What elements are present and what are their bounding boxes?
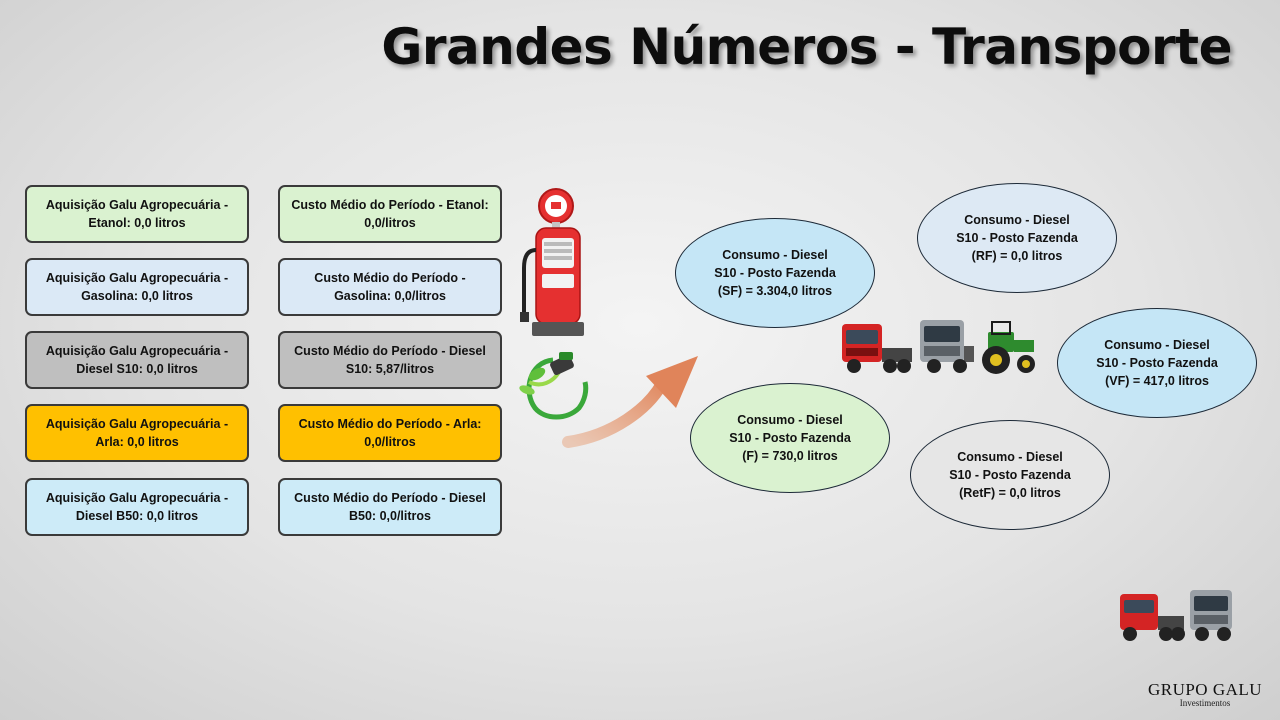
- ellipse-line: S10 - Posto Fazenda: [956, 231, 1078, 245]
- ellipse-line: (RF) = 0,0 litros: [971, 249, 1063, 263]
- ellipse-line: (VF) = 417,0 litros: [1105, 374, 1209, 388]
- consumption-rf-ellipse: Consumo - Diesel S10 - Posto Fazenda (RF…: [917, 183, 1117, 293]
- acquisition-etanol-box: Aquisição Galu Agropecuária - Etanol: 0,0…: [25, 185, 249, 243]
- ellipse-line: S10 - Posto Fazenda: [949, 468, 1071, 482]
- cost-etanol-box: Custo Médio do Período - Etanol: 0,0/litr…: [278, 185, 502, 243]
- box-line: Gasolina: 0,0/litros: [334, 289, 446, 303]
- box-line: 0,0/litros: [364, 435, 416, 449]
- box-line: 0,0/litros: [364, 216, 416, 230]
- box-line: Aquisição Galu Agropecuária -: [45, 491, 229, 505]
- acquisition-diesel-b50-box: Aquisição Galu Agropecuária - Diesel B50:…: [25, 478, 249, 536]
- ellipse-line: (RetF) = 0,0 litros: [959, 486, 1061, 500]
- consumption-sf-ellipse: Consumo - Diesel S10 - Posto Fazenda (SF…: [675, 218, 875, 328]
- ellipse-line: Consumo - Diesel: [737, 413, 843, 427]
- ellipse-line: S10 - Posto Fazenda: [729, 431, 851, 445]
- box-line: Etanol: 0,0 litros: [88, 216, 186, 230]
- acquisition-gasolina-box: Aquisição Galu Agropecuária - Gasolina: 0…: [25, 258, 249, 316]
- box-line: Custo Médio do Período - Diesel: [294, 344, 486, 358]
- ellipse-line: S10 - Posto Fazenda: [714, 266, 836, 280]
- box-line: Custo Médio do Período -: [314, 271, 466, 285]
- ellipse-line: Consumo - Diesel: [722, 248, 828, 262]
- consumption-retf-ellipse: Consumo - Diesel S10 - Posto Fazenda (Re…: [910, 420, 1110, 530]
- ellipse-line: (F) = 730,0 litros: [742, 449, 838, 463]
- box-line: Aquisição Galu Agropecuária -: [45, 198, 229, 212]
- logo-name: GRUPO GALU: [1147, 680, 1263, 699]
- cost-gasolina-box: Custo Médio do Período - Gasolina: 0,0/li…: [278, 258, 502, 316]
- box-line: Arla: 0,0 litros: [95, 435, 179, 449]
- ellipse-line: (SF) = 3.304,0 litros: [717, 284, 833, 298]
- curved-arrow-icon: [562, 356, 698, 448]
- box-line: Aquisição Galu Agropecuária -: [45, 417, 229, 431]
- ellipse-line: S10 - Posto Fazenda: [1096, 356, 1218, 370]
- box-line: Custo Médio do Período - Etanol:: [291, 198, 489, 212]
- ellipse-line: Consumo - Diesel: [964, 213, 1070, 227]
- acquisition-arla-box: Aquisição Galu Agropecuária - Arla: 0,0 l…: [25, 404, 249, 462]
- cost-arla-box: Custo Médio do Período - Arla: 0,0/litros: [278, 404, 502, 462]
- box-line: Diesel S10: 0,0 litros: [76, 362, 198, 376]
- logo-subtitle: Investimentos: [1179, 698, 1231, 708]
- box-line: Custo Médio do Período - Arla:: [298, 417, 482, 431]
- box-line: Custo Médio do Período - Diesel: [294, 491, 486, 505]
- fuel-pump-icon: [520, 188, 584, 336]
- consumption-vf-ellipse: Consumo - Diesel S10 - Posto Fazenda (VF…: [1057, 308, 1257, 418]
- ellipse-line: Consumo - Diesel: [1104, 338, 1210, 352]
- trucks-and-tractor-icon: [842, 320, 1035, 374]
- box-line: Gasolina: 0,0 litros: [81, 289, 193, 303]
- box-line: S10: 5,87/litros: [345, 362, 435, 376]
- box-line: Aquisição Galu Agropecuária -: [45, 271, 229, 285]
- box-line: B50: 0,0/litros: [349, 509, 431, 523]
- eco-fuel-nozzle-icon: [519, 352, 589, 420]
- page-title: Grandes Números - Transporte: [381, 18, 1232, 76]
- box-line: Aquisição Galu Agropecuária -: [45, 344, 229, 358]
- consumption-f-ellipse: Consumo - Diesel S10 - Posto Fazenda (F)…: [690, 383, 890, 493]
- ellipse-line: Consumo - Diesel: [957, 450, 1063, 464]
- acquisition-diesel-s10-box: Aquisição Galu Agropecuária - Diesel S10:…: [25, 331, 249, 389]
- trucks-icon: [1120, 590, 1232, 641]
- grupo-galu-logo: GRUPO GALU Investimentos: [1138, 680, 1272, 708]
- box-line: Diesel B50: 0,0 litros: [75, 509, 199, 523]
